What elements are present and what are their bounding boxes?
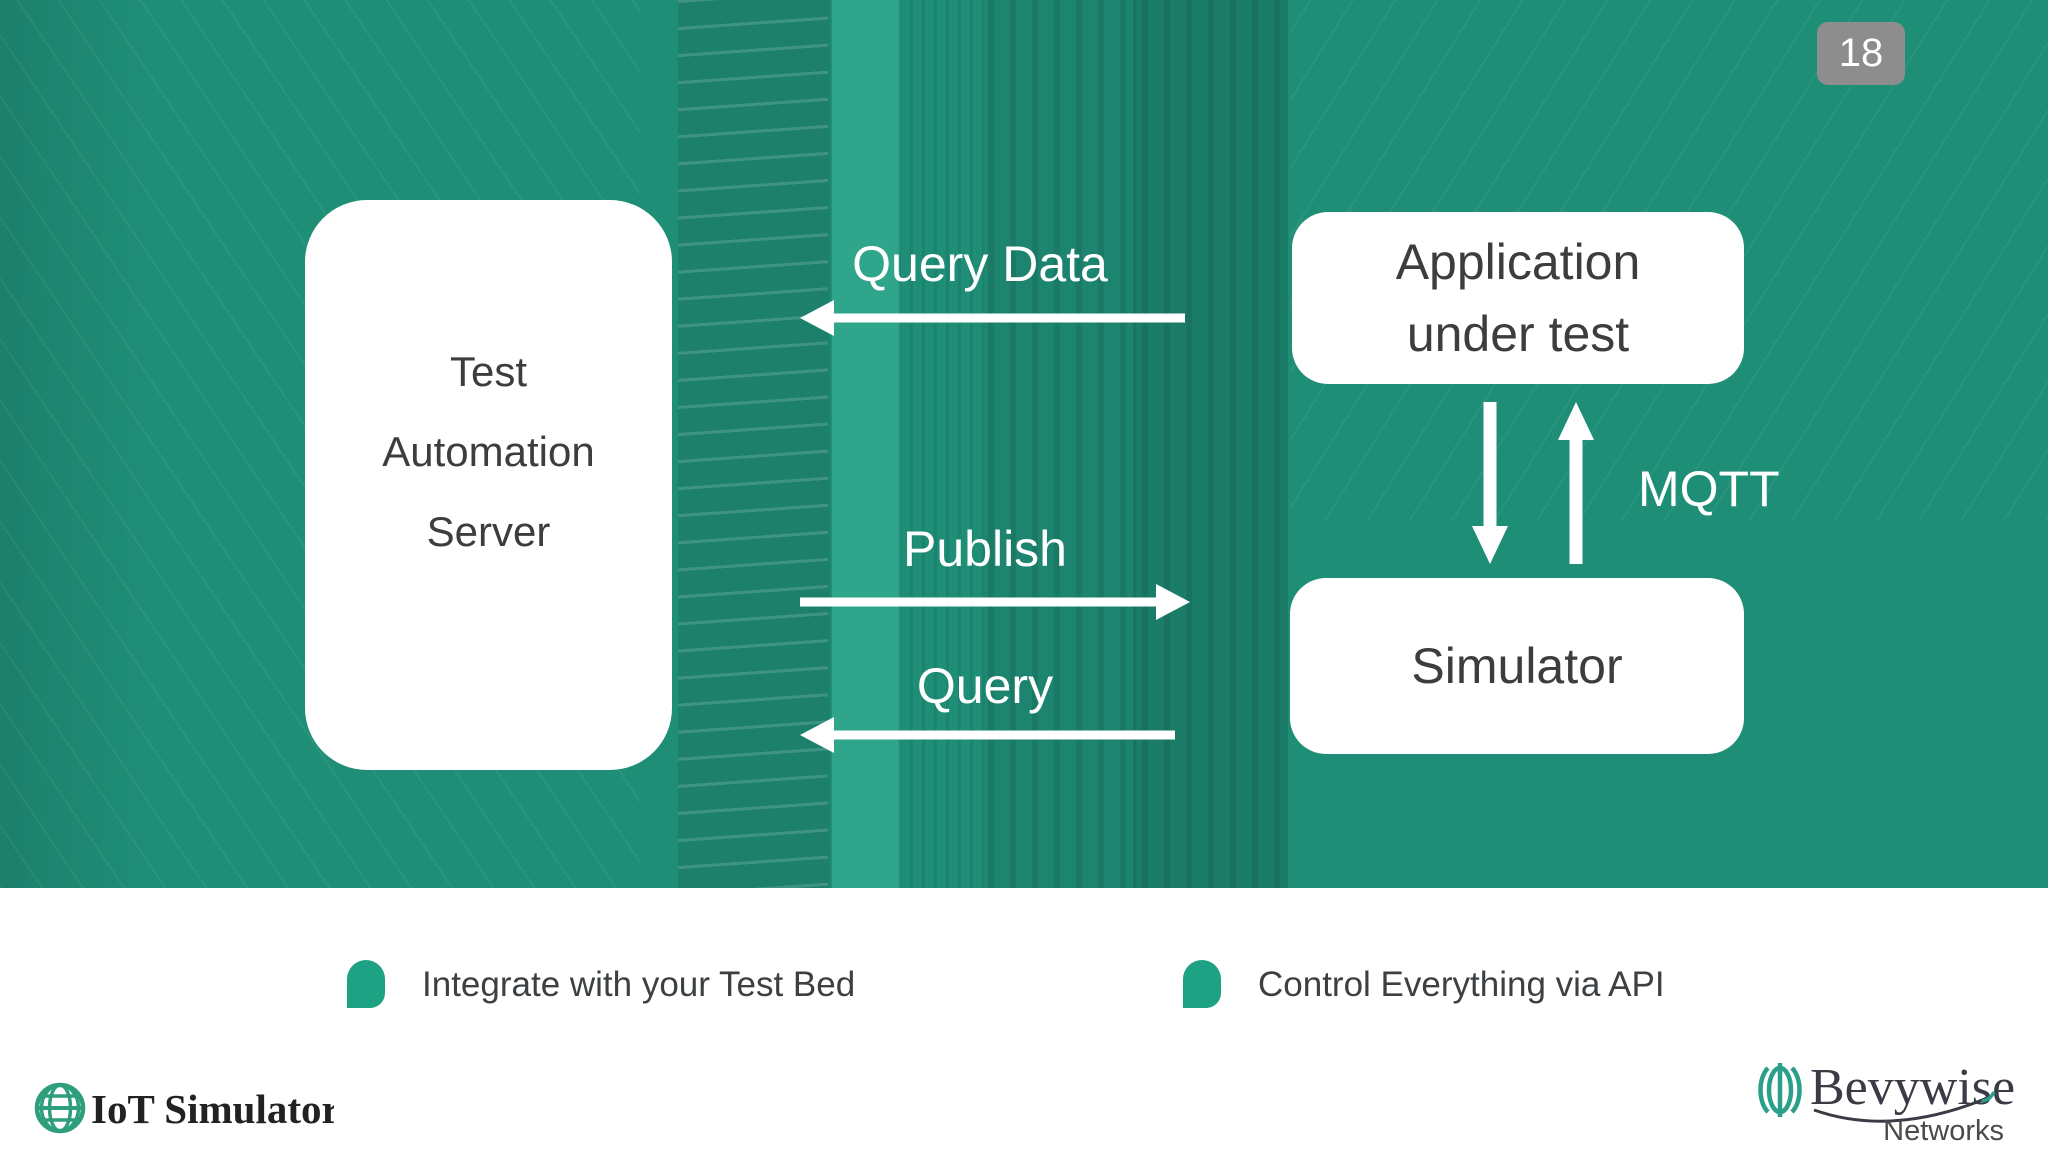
simulator-box: Simulator xyxy=(1290,578,1744,754)
bevywise-swoosh xyxy=(1813,1094,1993,1123)
page-number: 18 xyxy=(1838,31,1884,75)
bevywise-swoosh-tip xyxy=(1981,1091,1996,1103)
bevywise-sub: Networks xyxy=(1883,1115,2004,1147)
iot-logo-text: IoT Simulator xyxy=(91,1086,334,1132)
bottom-white-band xyxy=(0,888,2048,1152)
bullet-marker-icon xyxy=(1183,960,1221,1008)
publish-label: Publish xyxy=(903,521,1067,577)
bevywise-logo: Bevywise Networks xyxy=(1758,1059,2015,1147)
box-line: Simulator xyxy=(1411,638,1623,694)
arrow-up-icon xyxy=(1558,402,1594,564)
query-data-label: Query Data xyxy=(852,236,1108,292)
box-line: under test xyxy=(1406,306,1630,362)
iot-simulator-logo: IoT Simulator xyxy=(34,1082,334,1134)
box-line: Application xyxy=(1395,234,1641,290)
query-label: Query xyxy=(916,658,1054,714)
arrow-left-icon xyxy=(800,300,1185,336)
arrow-right-icon xyxy=(800,584,1190,620)
mqtt-label: MQTT xyxy=(1638,461,1780,517)
box-line: Test xyxy=(449,348,528,395)
box-line: Automation xyxy=(382,428,595,475)
arrow-left-icon xyxy=(800,717,1175,753)
application-under-test-box: Application under test xyxy=(1292,212,1744,384)
bevywise-name: Bevywise xyxy=(1810,1059,2015,1116)
arrow-down-icon xyxy=(1472,402,1508,564)
bullet-marker-icon xyxy=(347,960,385,1008)
test-automation-server-box: Test Automation Server xyxy=(305,200,672,770)
bevywise-icon xyxy=(1758,1063,1802,1117)
globe-icon xyxy=(34,1082,86,1134)
box-line: Server xyxy=(426,508,551,555)
bullet-text: Integrate with your Test Bed xyxy=(422,965,856,1004)
bullet-text: Control Everything via API xyxy=(1258,965,1665,1004)
page-number-badge: 18 xyxy=(1817,22,1905,85)
